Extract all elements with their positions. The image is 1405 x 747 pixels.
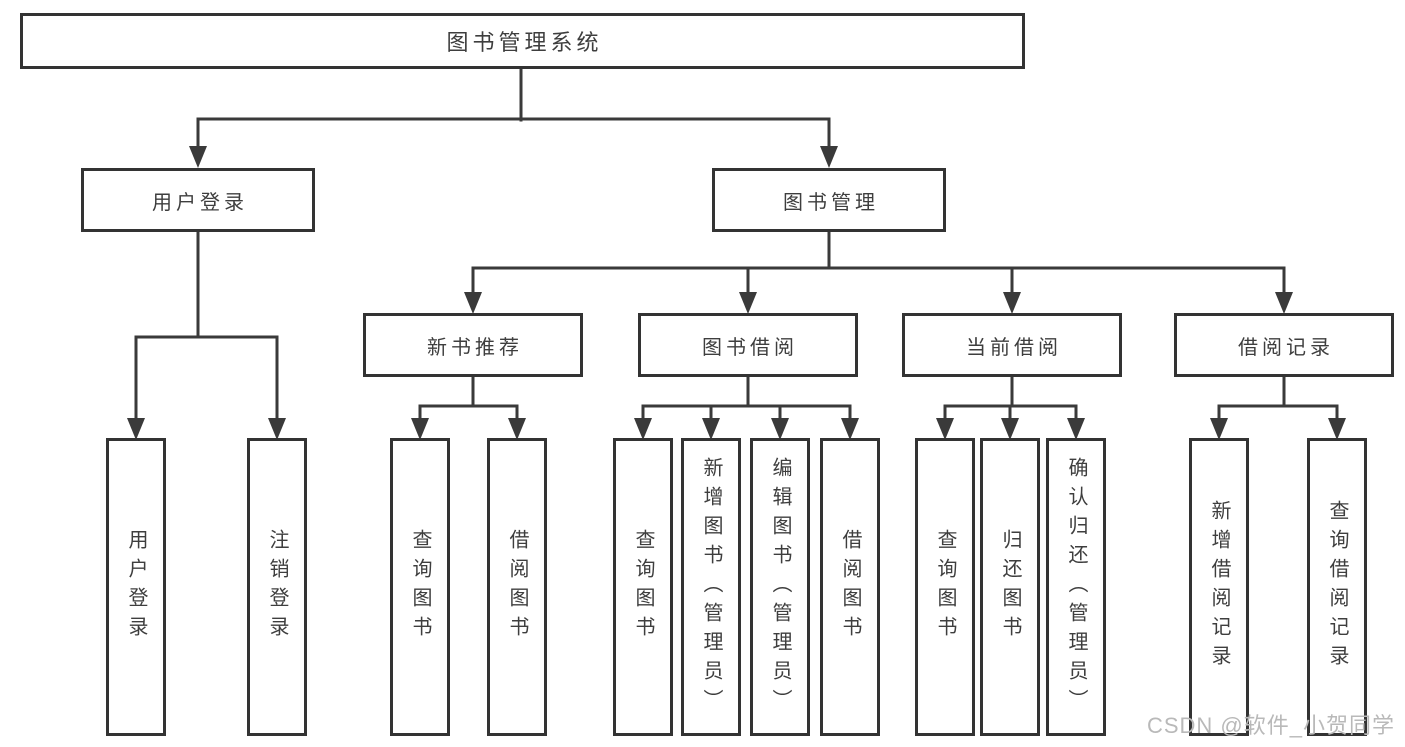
leaf-confirm-return-admin: 确认归还（管理员） xyxy=(1046,438,1106,736)
node-label: 查询图书 xyxy=(934,529,956,645)
node-label: 查询借阅记录 xyxy=(1326,500,1348,674)
node-label: 确认归还（管理员） xyxy=(1065,456,1087,718)
leaf-borrow-books-recommend: 借阅图书 xyxy=(487,438,547,736)
leaf-query-borrow-record: 查询借阅记录 xyxy=(1307,438,1367,736)
node-label: 新增图书（管理员） xyxy=(700,456,722,718)
node-borrowing-records: 借阅记录 xyxy=(1174,313,1394,377)
node-label: 新书推荐 xyxy=(427,336,523,359)
node-label: 编辑图书（管理员） xyxy=(769,456,791,718)
node-label: 借阅图书 xyxy=(839,529,861,645)
node-book-borrowing: 图书借阅 xyxy=(638,313,858,377)
node-label: 注销登录 xyxy=(266,529,288,645)
edge-records-to-leaves xyxy=(1217,374,1339,423)
node-label: 查询图书 xyxy=(409,529,431,645)
node-label: 新增借阅记录 xyxy=(1208,500,1230,674)
node-label: 当前借阅 xyxy=(966,336,1062,359)
leaf-edit-book-admin: 编辑图书（管理员） xyxy=(750,438,810,736)
leaf-return-books: 归还图书 xyxy=(980,438,1040,736)
leaf-query-books-recommend: 查询图书 xyxy=(390,438,450,736)
node-new-book-recommendation: 新书推荐 xyxy=(363,313,583,377)
leaf-query-books-borrow: 查询图书 xyxy=(613,438,673,736)
node-book-management: 图书管理 xyxy=(712,168,946,232)
edge-bookmgmt-to-level3 xyxy=(471,229,1286,297)
edge-current-to-leaves xyxy=(943,374,1078,423)
node-label: 图书借阅 xyxy=(702,336,798,359)
edge-root-to-level2 xyxy=(196,66,831,152)
node-label: 用户登录 xyxy=(152,191,248,214)
leaf-borrow-books: 借阅图书 xyxy=(820,438,880,736)
node-label: 归还图书 xyxy=(999,529,1021,645)
arrowheads xyxy=(127,146,1346,440)
node-label: 借阅图书 xyxy=(506,529,528,645)
leaf-query-books-current: 查询图书 xyxy=(915,438,975,736)
node-label: 图书管理系统 xyxy=(446,30,603,55)
leaf-logout: 注销登录 xyxy=(247,438,307,736)
csdn-watermark: CSDN @软件_小贺同学 xyxy=(1146,713,1395,738)
node-label: 用户登录 xyxy=(125,529,147,645)
leaf-add-borrow-record: 新增借阅记录 xyxy=(1189,438,1249,736)
node-current-borrowing: 当前借阅 xyxy=(902,313,1122,377)
edge-borrow-to-leaves xyxy=(641,374,852,423)
leaf-user-login: 用户登录 xyxy=(106,438,166,736)
node-label: 图书管理 xyxy=(783,191,879,214)
node-library-management-system: 图书管理系统 xyxy=(20,13,1025,69)
node-user-login: 用户登录 xyxy=(81,168,315,232)
node-label: 查询图书 xyxy=(632,529,654,645)
leaf-add-book-admin: 新增图书（管理员） xyxy=(681,438,741,736)
edge-newbook-to-leaves xyxy=(418,374,519,423)
node-label: 借阅记录 xyxy=(1238,336,1334,359)
edge-userlogin-to-leaves xyxy=(134,229,279,423)
